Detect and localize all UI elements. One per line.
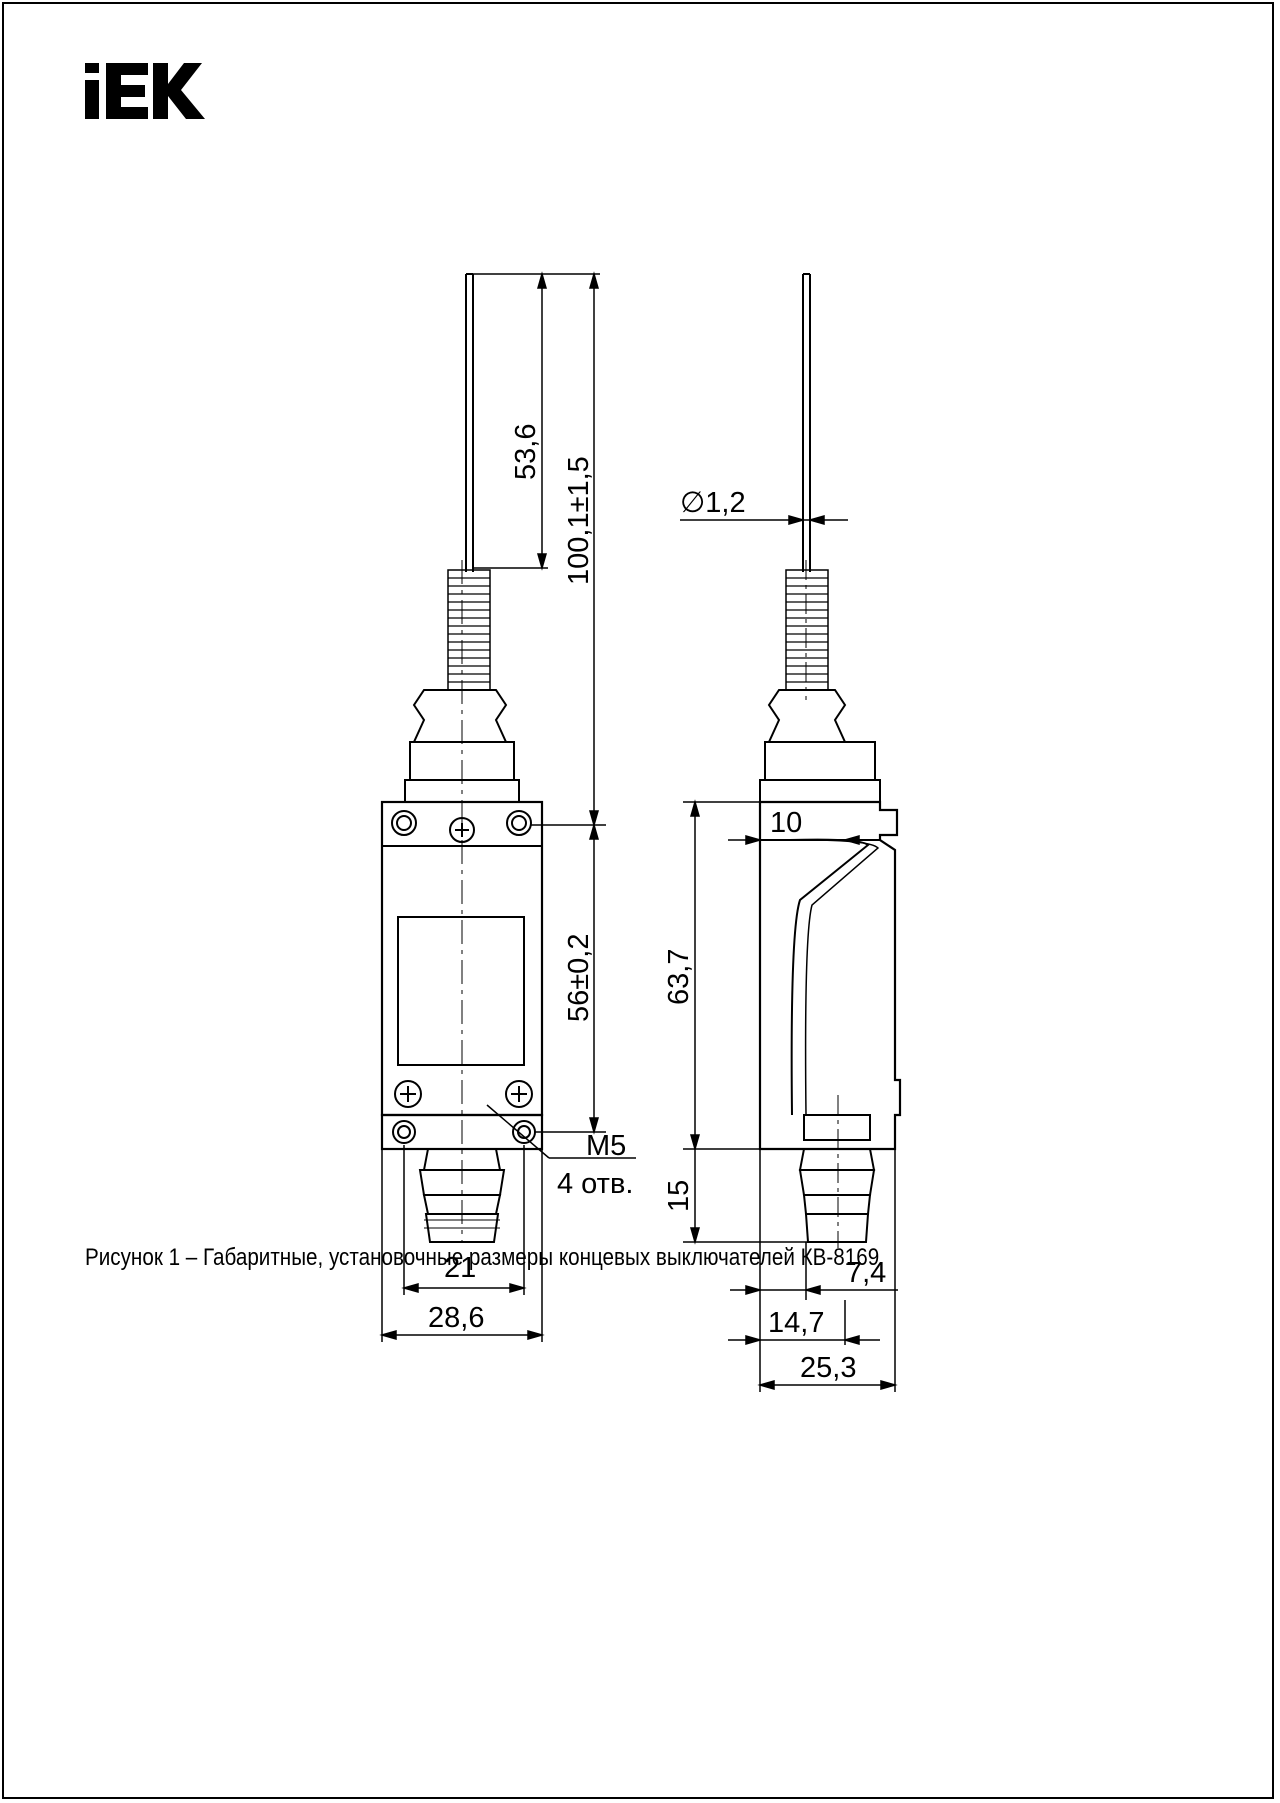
front-view	[380, 273, 544, 1243]
dim-wire-diameter: ∅1,2	[680, 487, 746, 519]
dim-thread: М5	[586, 1130, 626, 1162]
dim-holes-count: 4 отв.	[557, 1168, 633, 1200]
dim-plunger-height: 15	[663, 1180, 695, 1212]
dim-side-mid-width: 14,7	[768, 1307, 824, 1339]
dim-total-height: 100,1±1,5	[563, 456, 595, 585]
side-spring	[785, 569, 829, 691]
dim-arm-length: 53,6	[510, 424, 542, 480]
side-view	[758, 273, 902, 1248]
dim-front-inner-width: 21	[444, 1252, 476, 1284]
front-spring	[447, 569, 491, 691]
dim-side-total-width: 25,3	[800, 1352, 856, 1384]
front-dimensions	[379, 271, 636, 1342]
iek-logo	[85, 63, 205, 119]
side-dimensions	[680, 515, 898, 1392]
dim-side-offset: 7,4	[846, 1257, 886, 1289]
dim-side-width-top: 10	[770, 807, 802, 839]
dim-front-total-width: 28,6	[428, 1302, 484, 1334]
dim-hole-spacing: 56±0,2	[563, 934, 595, 1023]
figure-caption: Рисунок 1 – Габаритные, установочные раз…	[85, 1244, 880, 1271]
dim-side-height: 63,7	[663, 949, 695, 1005]
